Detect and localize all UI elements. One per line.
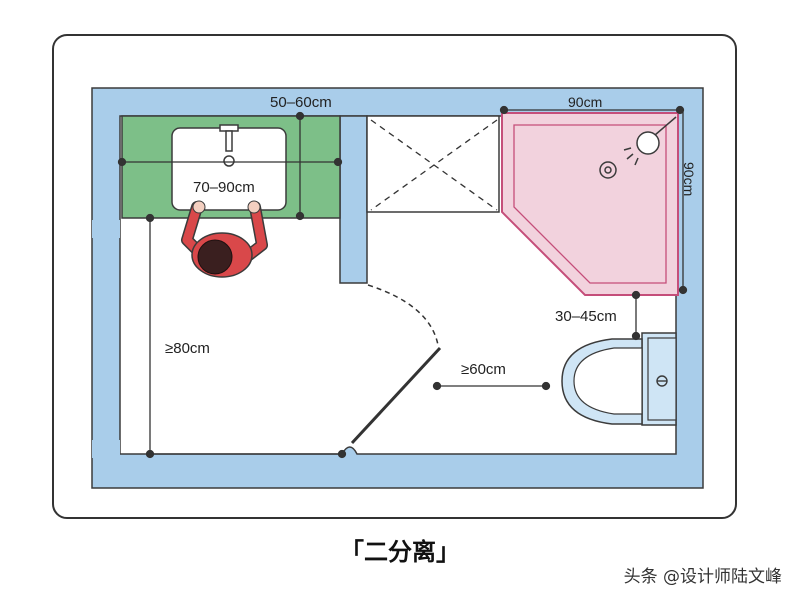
label-toilet-side-gap: 30–45cm xyxy=(555,308,617,325)
watermark: 头条 @设计师陆文峰 xyxy=(623,567,782,587)
label-walkway-width: ≥80cm xyxy=(165,340,210,357)
door-swing-arc xyxy=(367,284,439,346)
partition-wall xyxy=(339,115,368,284)
label-shower-width: 90cm xyxy=(568,94,602,110)
toilet xyxy=(561,332,677,426)
toilet-seat xyxy=(573,347,643,415)
door xyxy=(350,284,442,445)
flush-button-icon xyxy=(656,375,668,387)
wall-notch-top xyxy=(92,220,120,238)
label-shower-depth: 90cm xyxy=(681,162,697,196)
shower-tray-inner xyxy=(513,124,667,284)
drain-icon xyxy=(599,161,617,179)
person-figure xyxy=(181,200,268,278)
label-sink-cabinet-width: 50–60cm xyxy=(270,94,332,111)
toilet-tank-lid xyxy=(647,337,677,421)
faucet-icon xyxy=(219,124,239,167)
door-leaf xyxy=(350,346,442,445)
label-toilet-front-gap: ≥60cm xyxy=(461,361,506,378)
shower-area-cross xyxy=(370,119,498,211)
label-sink-width: 70–90cm xyxy=(193,179,255,196)
walls xyxy=(91,87,704,489)
person-head xyxy=(197,239,233,275)
wall-notch-bottom xyxy=(92,440,120,458)
shower-area xyxy=(366,115,500,213)
shower-head-icon xyxy=(623,116,677,166)
shower-tray xyxy=(501,112,679,296)
dimension-lines xyxy=(117,105,688,459)
diagram-caption: 「二分离」 xyxy=(340,538,460,566)
